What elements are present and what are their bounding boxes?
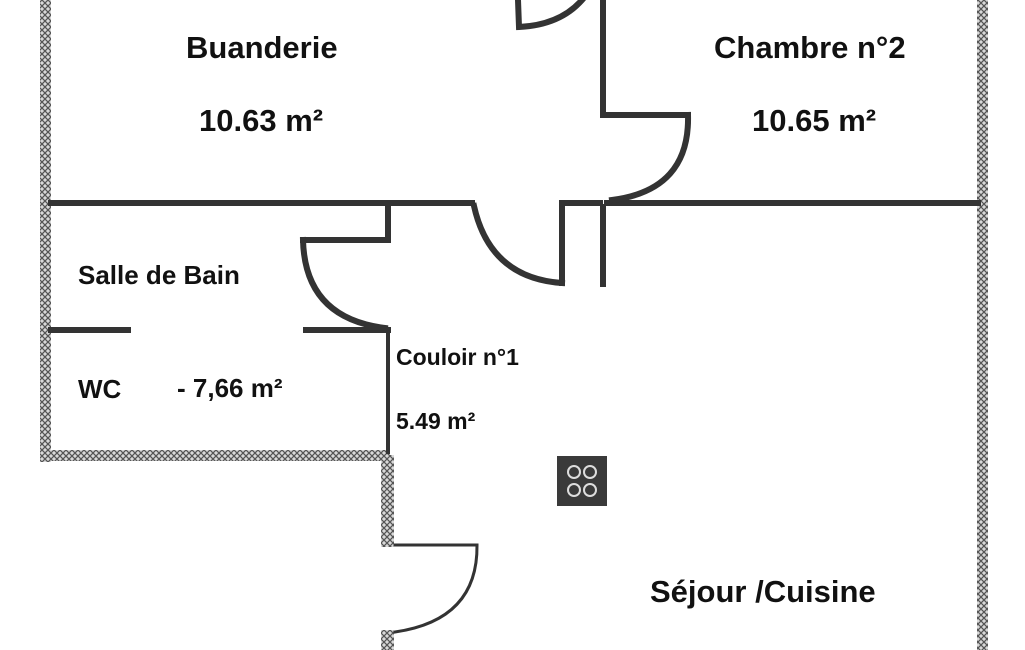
room-area-couloir-1: 5.49 m² bbox=[396, 408, 476, 434]
door-swing bbox=[608, 111, 692, 204]
exterior-wall-left bbox=[40, 0, 51, 462]
room-name-chambre-2: Chambre n°2 bbox=[714, 30, 906, 65]
room-name-wc: WC bbox=[78, 374, 122, 404]
exterior-wall-right bbox=[977, 0, 988, 650]
partition-wall bbox=[300, 200, 391, 243]
exterior-wall-entry-lower bbox=[381, 630, 394, 650]
door-swing bbox=[514, 0, 586, 31]
door-swing bbox=[470, 202, 566, 287]
door-swing bbox=[393, 543, 479, 634]
room-area-chambre-2: 10.65 m² bbox=[752, 103, 877, 138]
door-swing bbox=[299, 236, 389, 332]
partition-wall bbox=[600, 0, 691, 118]
room-area-wc: - 7,66 m² bbox=[177, 373, 283, 403]
room-name-sejour-cuisine: Séjour /Cuisine bbox=[650, 574, 876, 609]
room-name-salle-de-bain: Salle de Bain bbox=[78, 260, 240, 290]
exterior-wall-bottom-wc bbox=[40, 450, 390, 461]
room-area-buanderie: 10.63 m² bbox=[199, 103, 324, 138]
room-name-buanderie: Buanderie bbox=[186, 30, 338, 65]
room-name-couloir-1: Couloir n°1 bbox=[396, 344, 519, 370]
appliance-icon bbox=[557, 456, 607, 506]
exterior-wall-entry-upper bbox=[381, 455, 394, 547]
